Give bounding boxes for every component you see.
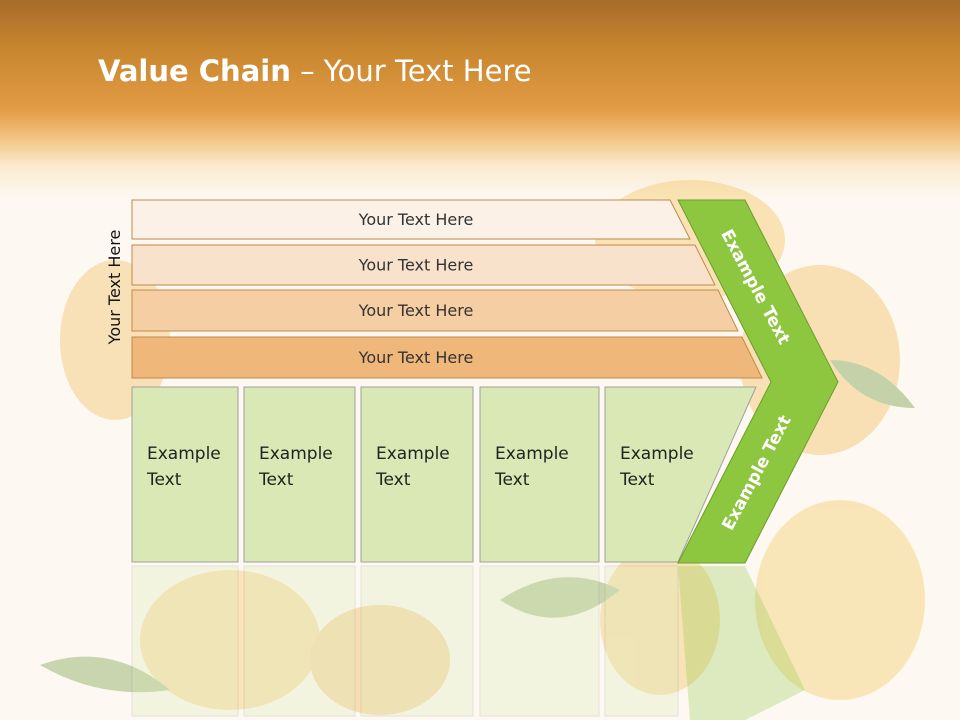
band-1-label: Your Text Here	[358, 210, 474, 229]
reflection-decoration	[131, 565, 805, 720]
activity-box-5-line2: Text	[619, 470, 655, 490]
title-rest: – Your Text Here	[290, 54, 532, 88]
box-reflection-2	[243, 565, 356, 717]
side-label: Your Text Here	[105, 229, 124, 345]
activity-box-3-line1: Example	[376, 444, 450, 464]
band-3	[131, 289, 739, 332]
box-reflection-1	[131, 565, 239, 717]
band-4	[131, 336, 763, 379]
arrow-reflection	[678, 566, 805, 720]
activity-box-1-line2: Text	[146, 470, 182, 490]
activity-box-2-line2: Text	[258, 470, 294, 490]
activity-box-3	[360, 386, 474, 563]
activity-box-2	[243, 386, 356, 563]
band-4-label: Your Text Here	[358, 348, 474, 367]
box-reflection-3	[360, 565, 474, 717]
band-3-label: Your Text Here	[358, 301, 474, 320]
activity-box-3-line2: Text	[375, 470, 411, 490]
activity-box-4-line2: Text	[494, 470, 530, 490]
box-reflection-5	[604, 565, 679, 717]
band-2-label: Your Text Here	[358, 256, 474, 275]
activity-box-1-line1: Example	[147, 444, 221, 464]
band-2	[131, 244, 716, 286]
activity-box-4	[479, 386, 600, 563]
activity-box-4-line1: Example	[495, 444, 569, 464]
header-banner	[0, 0, 960, 200]
slide-title: Value Chain – Your Text Here	[98, 54, 532, 88]
title-bold: Value Chain	[98, 54, 291, 88]
activity-box-5-line1: Example	[620, 444, 694, 464]
activity-box-2-line1: Example	[259, 444, 333, 464]
activity-box-1	[131, 386, 239, 563]
box-reflection-4	[479, 565, 600, 717]
band-1	[131, 199, 691, 240]
